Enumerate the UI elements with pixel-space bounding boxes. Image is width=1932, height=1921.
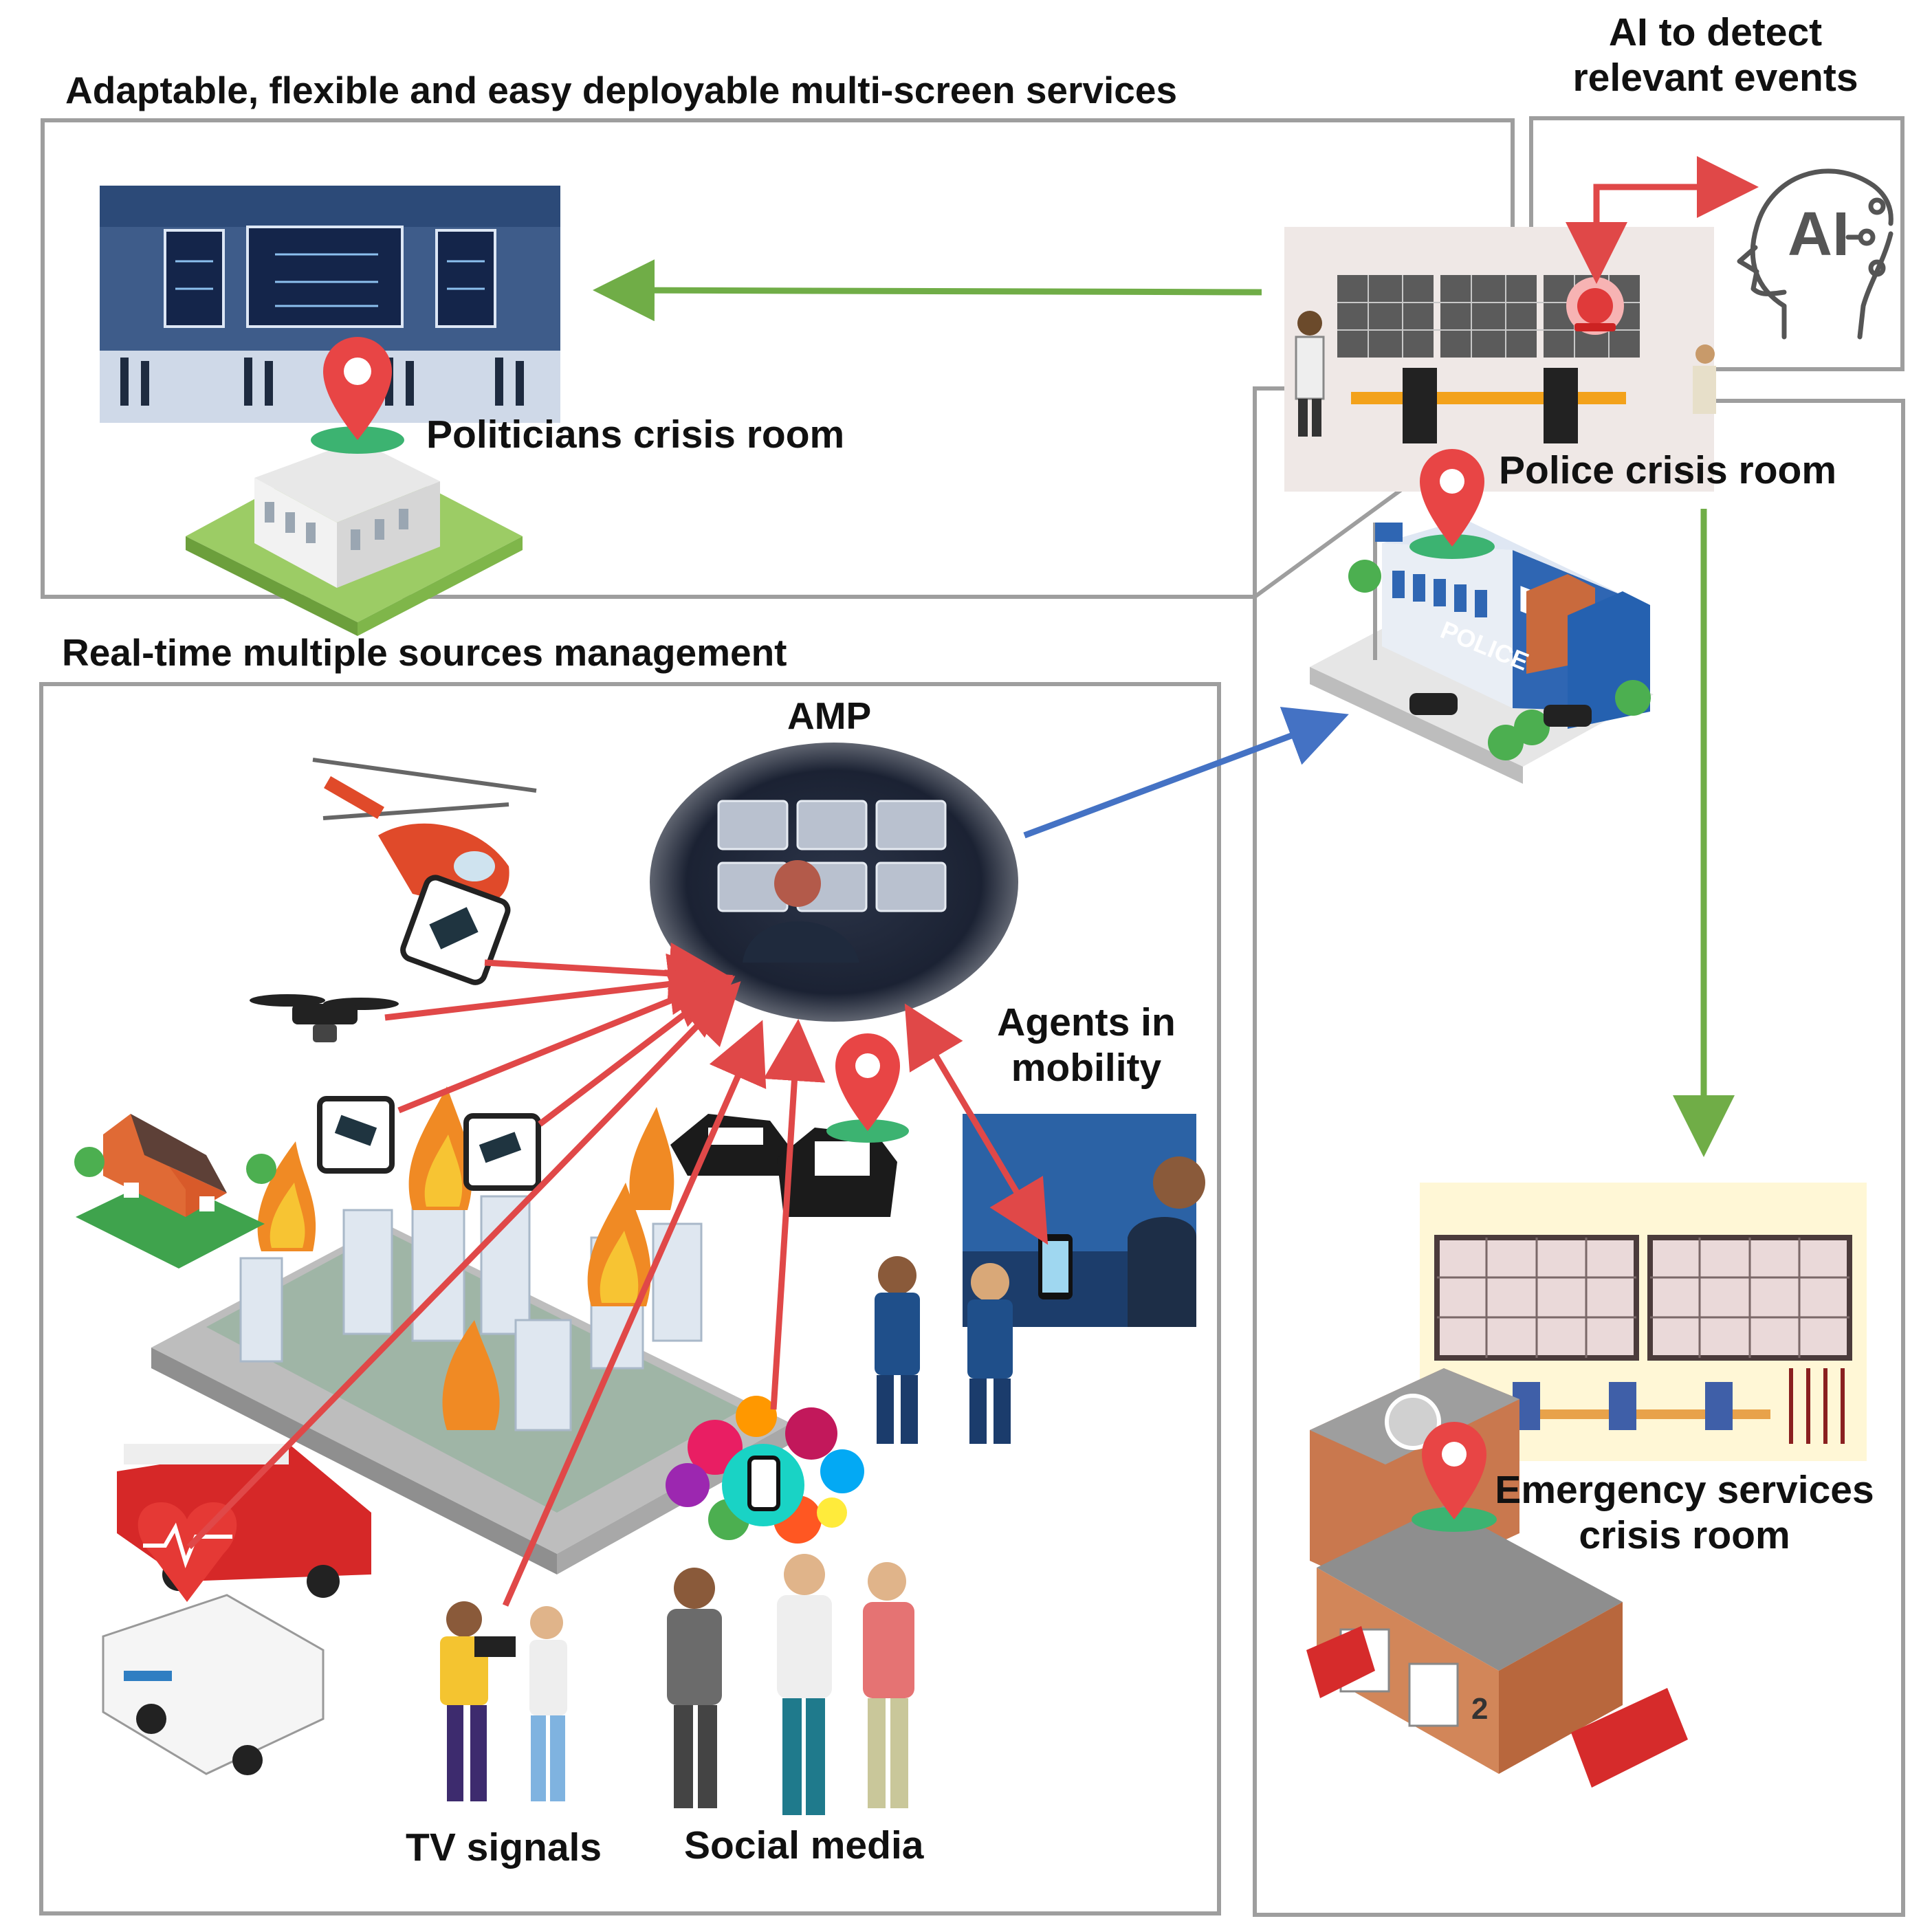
police-officers-illustration (875, 1256, 1013, 1444)
tv-signals-label: TV signals (406, 1825, 602, 1869)
arrow-camera-2 (538, 976, 736, 1127)
ambulance-illustration (102, 1594, 325, 1775)
drone-illustration (250, 994, 399, 1042)
section-boxes (39, 116, 1905, 1917)
ai-label-line2: relevant events (1572, 55, 1858, 100)
fire-station-number: 2 (1471, 1692, 1488, 1726)
bottom-box (39, 682, 1221, 1915)
blue-arrow (1023, 707, 1349, 839)
pin-police-cars (826, 1033, 909, 1143)
arrow-agents (904, 1003, 1049, 1245)
ai-icon-text: AI (1788, 200, 1849, 269)
arrow-ambulance (186, 981, 741, 1550)
agents-label-line1: Agents in (997, 1000, 1176, 1044)
camera-sign-1 (317, 1096, 395, 1174)
green-arrows (593, 259, 1735, 1157)
section-title-top: Adaptable, flexible and easy deployable … (65, 69, 1178, 111)
location-pins (311, 337, 1497, 1532)
ai-head-icon (1737, 168, 1893, 340)
emergency-room-label-line2: crisis room (1579, 1513, 1790, 1557)
politicians-crisis-room-illustration (100, 186, 560, 636)
camera-sign-2 (463, 1113, 541, 1191)
police-crisis-room-illustration (1284, 227, 1716, 492)
camera-sign-heli (400, 875, 511, 985)
arrow-amp-to-police (1023, 707, 1349, 839)
amp-operator-illustration (650, 743, 1018, 1022)
tv-crew-illustration (440, 1601, 567, 1801)
source-arrows (186, 942, 1049, 1607)
ai-label-line1: AI to detect (1608, 10, 1823, 54)
emergency-crisis-room-illustration (1420, 1183, 1867, 1461)
top-box (41, 118, 1515, 599)
arrow-police-to-politicians (593, 259, 1262, 322)
ai-alarm-arrows (1566, 156, 1759, 284)
agents-label-line2: mobility (1011, 1045, 1162, 1090)
amp-label: AMP (787, 694, 872, 737)
emergency-room-label: Emergency services crisis room (1478, 1468, 1891, 1558)
arrow-social (763, 1019, 826, 1410)
agents-label: Agents in mobility (980, 1000, 1193, 1090)
pin-politicians (311, 337, 404, 454)
arrow-tv (502, 1020, 767, 1607)
politicians-room-label: Politicians crisis room (426, 413, 845, 457)
social-media-label: Social media (684, 1823, 924, 1867)
social-media-icons (666, 1396, 864, 1544)
people-using-phones-illustration (667, 1554, 914, 1815)
house-illustration (74, 1114, 276, 1269)
arrow-drone (384, 953, 731, 1021)
pin-emergency (1412, 1422, 1497, 1532)
section-title-bottom: Real-time multiple sources management (62, 631, 787, 674)
emergency-room-label-line1: Emergency services (1495, 1468, 1874, 1512)
pin-police (1409, 449, 1495, 559)
arrow-helicopter-camera (484, 942, 731, 1005)
helicopter-illustration (312, 758, 537, 908)
ai-label: AI to detect relevant events (1533, 10, 1898, 100)
right-box (1253, 399, 1905, 1917)
police-station-illustration (1310, 519, 1654, 784)
police-room-label: Police crisis room (1499, 448, 1837, 492)
